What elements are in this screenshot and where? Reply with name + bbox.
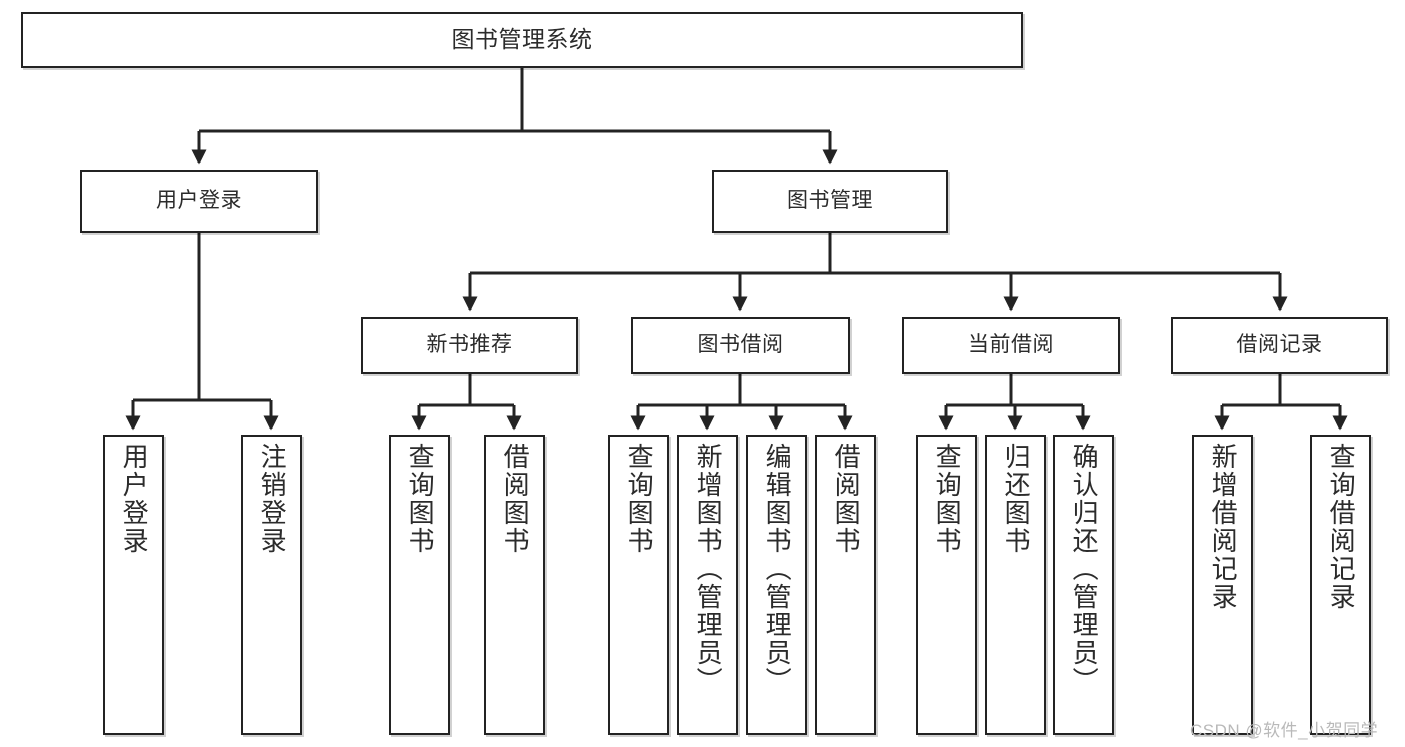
leaf-add-borrow-record[interactable]: 新增借阅记录 [1192,435,1253,735]
csdn-watermark: CSDN @软件_小贺同学 [1190,721,1379,740]
node-book-management-label: 图书管理 [787,189,873,213]
node-borrow-record-label: 借阅记录 [1236,333,1323,357]
leaf-query-book-current-label: 查询图书 [932,443,963,555]
node-new-book-recommend-label: 新书推荐 [426,333,513,357]
node-borrow-record[interactable]: 借阅记录 [1171,317,1388,374]
leaf-logout-label: 注销登录 [257,443,288,555]
leaf-user-login-label: 用户登录 [119,443,150,555]
leaf-query-book-newbook[interactable]: 查询图书 [389,435,450,735]
node-root[interactable]: 图书管理系统 [21,12,1023,68]
leaf-confirm-return-admin-label: 确认归还（管理员） [1069,443,1100,695]
leaf-confirm-return-admin[interactable]: 确认归还（管理员） [1053,435,1114,735]
leaf-edit-book-admin-label: 编辑图书（管理员） [762,443,793,695]
leaf-query-book-borrow-label: 查询图书 [624,443,655,555]
leaf-user-login[interactable]: 用户登录 [103,435,164,735]
leaf-query-book-current[interactable]: 查询图书 [916,435,977,735]
leaf-borrow-book-newbook[interactable]: 借阅图书 [484,435,545,735]
node-root-label: 图书管理系统 [451,26,593,53]
leaf-return-book[interactable]: 归还图书 [985,435,1046,735]
leaf-borrow-book-newbook-label: 借阅图书 [500,443,531,555]
leaf-return-book-label: 归还图书 [1001,443,1032,555]
node-book-borrow-label: 图书借阅 [697,333,784,357]
node-new-book-recommend[interactable]: 新书推荐 [361,317,578,374]
leaf-add-book-admin[interactable]: 新增图书（管理员） [677,435,738,735]
node-book-borrow[interactable]: 图书借阅 [631,317,850,374]
node-current-borrow[interactable]: 当前借阅 [902,317,1120,374]
node-user-login[interactable]: 用户登录 [80,170,318,233]
leaf-query-borrow-record-label: 查询借阅记录 [1326,443,1357,611]
leaf-query-book-borrow[interactable]: 查询图书 [608,435,669,735]
leaf-edit-book-admin[interactable]: 编辑图书（管理员） [746,435,807,735]
leaf-query-book-newbook-label: 查询图书 [405,443,436,555]
node-current-borrow-label: 当前借阅 [968,333,1054,357]
leaf-query-borrow-record[interactable]: 查询借阅记录 [1310,435,1371,735]
leaf-borrow-book[interactable]: 借阅图书 [815,435,876,735]
leaf-logout[interactable]: 注销登录 [241,435,302,735]
leaf-borrow-book-label: 借阅图书 [831,443,862,555]
node-book-management[interactable]: 图书管理 [712,170,948,233]
node-user-login-label: 用户登录 [156,189,242,213]
leaf-add-book-admin-label: 新增图书（管理员） [693,443,724,695]
leaf-add-borrow-record-label: 新增借阅记录 [1208,443,1239,611]
